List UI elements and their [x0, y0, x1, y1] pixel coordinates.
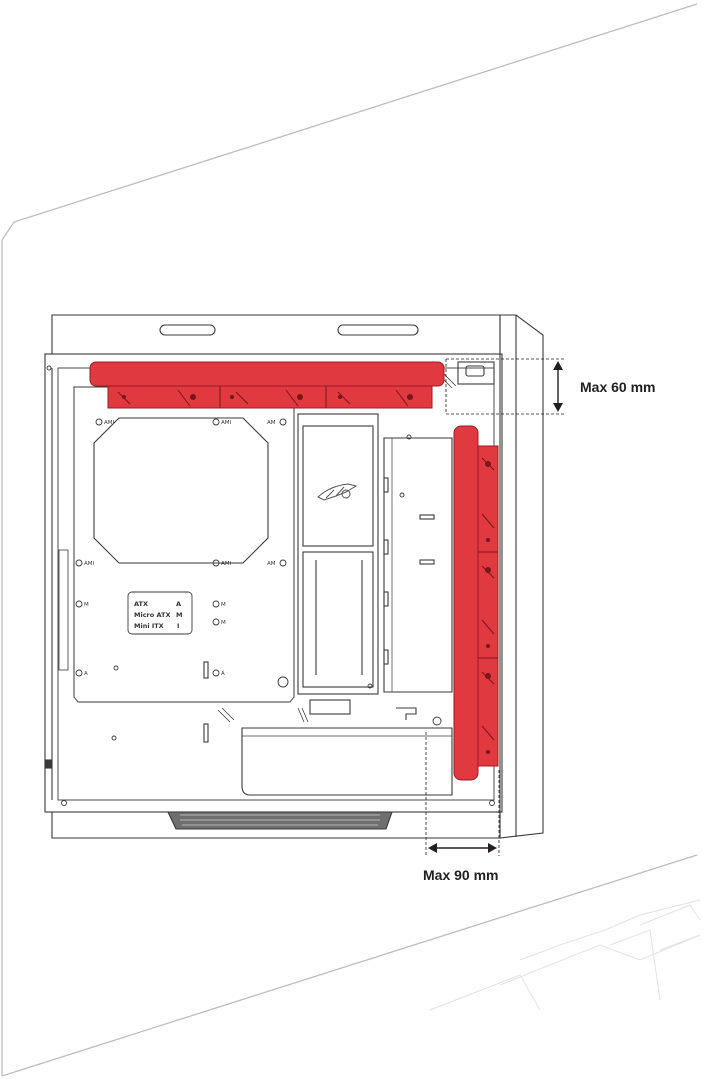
side-clearance-label: Max 90 mm [423, 867, 498, 883]
standoff-label: AM [267, 420, 276, 426]
form-factor-code: I [177, 622, 179, 630]
side-clearance-dimension [425, 732, 500, 856]
top-clearance-dimension [445, 358, 566, 415]
standoff-label: AM [267, 561, 276, 567]
form-factor-legend: ATX A Micro ATX M Mini ITX I [127, 591, 193, 635]
form-factor-name: ATX [134, 600, 148, 608]
top-radiator [89, 361, 445, 409]
form-factor-name: Mini ITX [134, 622, 164, 630]
rog-logo-icon [317, 483, 358, 501]
top-clearance-label: Max 60 mm [580, 379, 655, 395]
standoff-label: A [84, 671, 88, 677]
standoff-label: AMI [221, 561, 232, 567]
standoff-label: A [221, 671, 225, 677]
standoff-label: M [221, 602, 226, 608]
form-factor-code: A [176, 600, 181, 608]
perspective-panel-outline [1, 3, 698, 1077]
standoff-label: M [221, 620, 226, 626]
board-markings: AMI AMI AM AMI AMI AM M M M A A [84, 420, 276, 677]
background-line-art [429, 899, 701, 1011]
front-radiator [453, 425, 499, 781]
standoff-label: AMI [84, 561, 95, 567]
standoff-label: AMI [221, 420, 232, 426]
form-factor-name: Micro ATX [134, 611, 170, 619]
standoff-label: AMI [104, 420, 115, 426]
standoff-label: M [84, 602, 89, 608]
form-factor-code: M [176, 611, 182, 619]
